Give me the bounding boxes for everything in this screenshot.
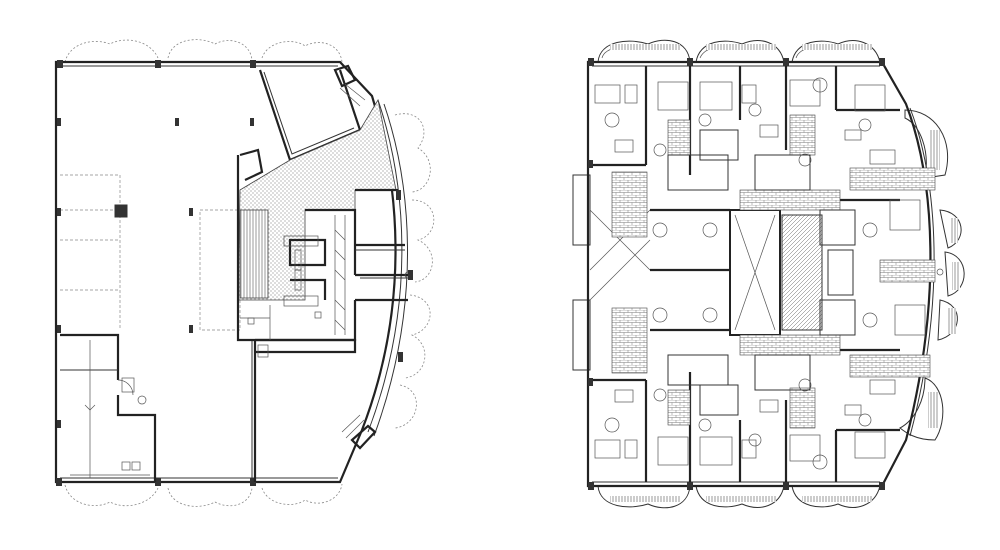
- landscape-trees-top: [64, 39, 343, 63]
- landscape-trees-bottom: [64, 483, 343, 507]
- ground-outer-wall: [54, 60, 397, 484]
- balconies-bottom: [597, 485, 881, 509]
- ground-columns: [56, 60, 256, 486]
- corridor-paving-bottom: [739, 334, 841, 356]
- corridor-paving-top: [739, 189, 841, 211]
- wet-areas: [667, 129, 856, 416]
- typical-floor-plan: [572, 39, 965, 509]
- door-swings: [604, 77, 944, 470]
- typical-outer-wall: [586, 60, 932, 488]
- balconies-top: [597, 39, 881, 63]
- typical-columns: [588, 58, 885, 490]
- ground-floor-plan: [54, 39, 435, 507]
- landscape-trees-right: [394, 113, 435, 429]
